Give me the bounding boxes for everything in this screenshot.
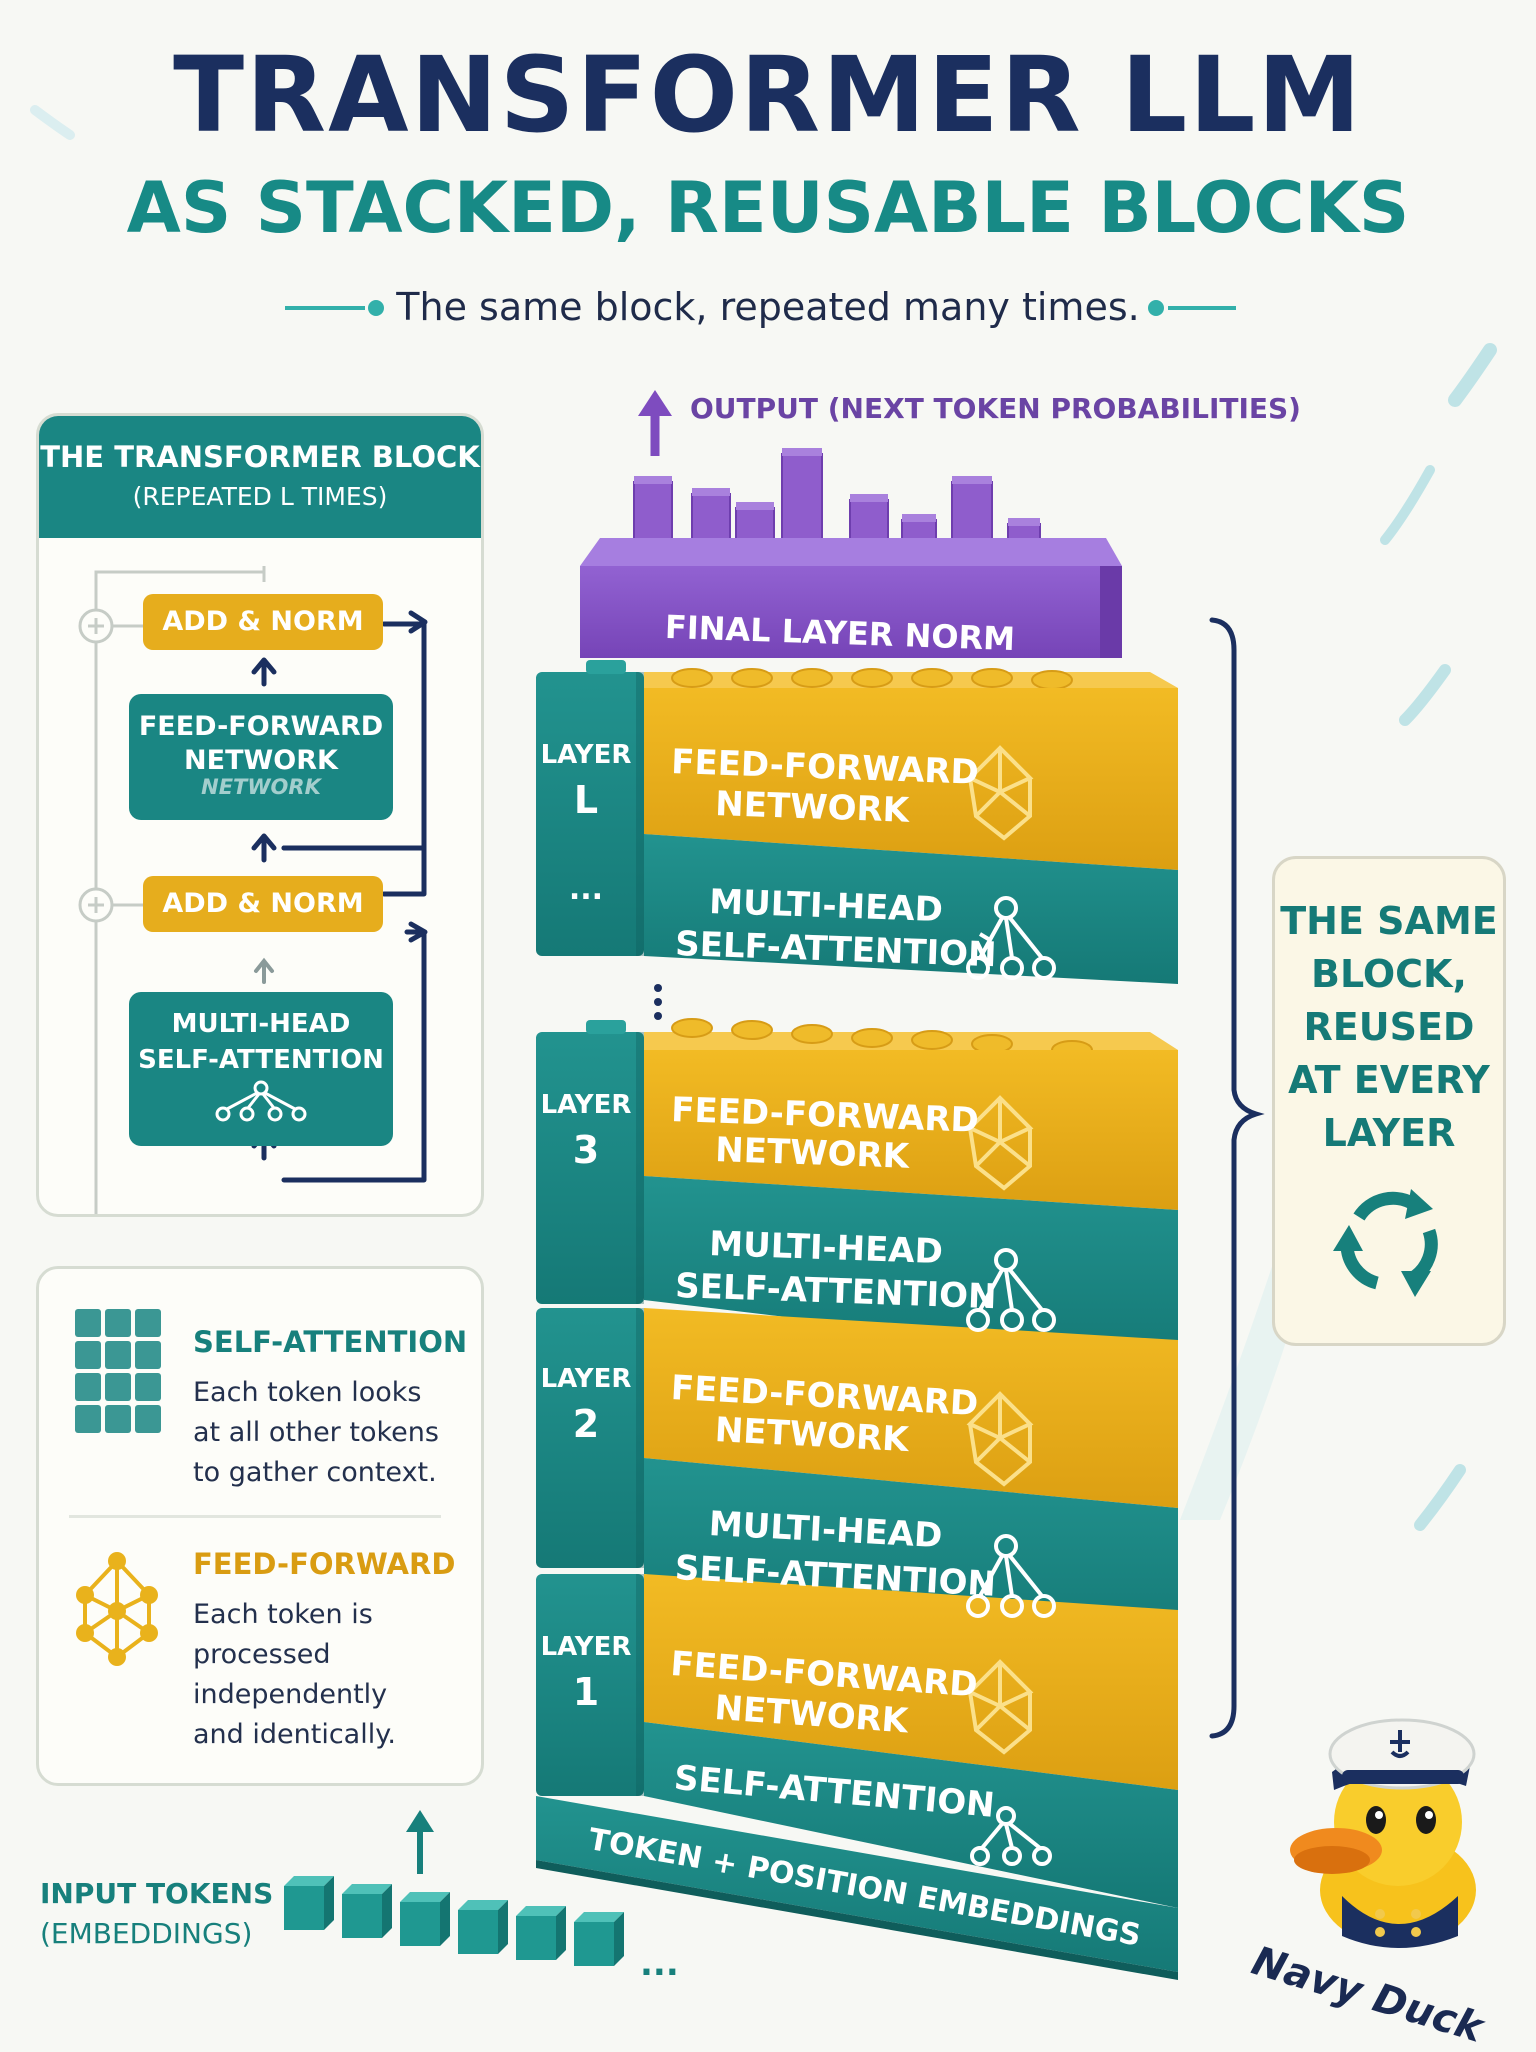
attention-line2: SELF-ATTENTION [138,1045,384,1075]
feed-forward-icons [966,745,1034,1755]
layer-2-tag: LAYER [540,1364,632,1394]
add-norm-bottom: ADD & NORM [143,876,383,932]
input-arrow-icon [406,1810,434,1874]
stack-gap-dots [654,984,662,1020]
layer-3-att-label-1: MULTI-HEAD [708,1224,944,1273]
layer-3-number: 3 [572,1128,600,1172]
legend-feed-forward-title: FEED-FORWARD [193,1547,456,1581]
feed-forward-ghost-text: NETWORK [201,775,321,799]
transformer-block-panel: THE TRANSFORMER BLOCK (REPEATED L TIMES) [36,413,484,1217]
layer-L-number: L [573,778,599,822]
page-subtitle: AS STACKED, REUSABLE BLOCKS [126,167,1410,249]
legend-self-attention-text: Each token looks at all other tokens to … [193,1377,439,1488]
input-tokens-label: INPUT TOKENS (EMBEDDINGS) [40,1874,273,1954]
input-token-cubes [284,1876,624,1966]
output-arrow-icon [638,390,672,456]
layer-3-blocks [644,1018,1178,1364]
block-panel-header: THE TRANSFORMER BLOCK (REPEATED L TIMES) [39,416,481,538]
navy-duck-mascot-icon [1290,1718,1476,1948]
input-tokens-line2: (EMBEDDINGS) [40,1917,253,1950]
legend-panel: SELF-ATTENTION Each token looks at all o… [36,1266,484,1786]
layer-1-tag: LAYER [540,1632,632,1662]
layer-L-tag: LAYER [540,740,632,770]
legend-feed-forward-text: Each token is processed independently an… [193,1599,396,1750]
block-panel-title: THE TRANSFORMER BLOCK [40,440,480,474]
page-title: TRANSFORMER LLM [173,34,1363,156]
feed-forward-line2: NETWORK [184,745,338,776]
add-norm-top-label: ADD & NORM [162,606,364,637]
layer-L-blocks [644,668,1178,984]
layer-3-tag: LAYER [540,1090,632,1120]
layer-L-att-label-1: MULTI-HEAD [708,882,944,931]
feed-forward-line1: FEED-FORWARD [138,711,384,742]
output-label: OUTPUT (NEXT TOKEN PROBABILITIES) [690,392,1301,425]
attention-icons [966,896,1056,1866]
input-tokens-line1: INPUT TOKENS [40,1877,274,1910]
add-norm-top: ADD & NORM [143,594,383,650]
feed-forward-box: FEED-FORWARD NETWORK NETWORK [129,694,393,820]
legend-divider [69,1515,441,1518]
reuse-bracket [1209,617,1265,1739]
reuse-text: THE SAME BLOCK, REUSED AT EVERY LAYER [1280,899,1498,1155]
tagline-dot-right [1148,300,1164,316]
tagline: The same block, repeated many times. [396,285,1140,329]
input-tokens-ellipsis: ... [640,1944,679,1984]
attention-line1: MULTI-HEAD [171,1009,351,1039]
layer-3-ff-label-2: NETWORK [714,1130,910,1177]
network-icon [76,1552,158,1666]
layer-L-ellipsis: ... [568,872,604,907]
attention-network-icon [215,1080,307,1122]
tagline-dot-left [368,300,384,316]
embedding-block [536,1796,1178,1980]
grid-icon [75,1309,161,1433]
layer-tag-column [536,660,644,1796]
probability-bars [633,448,1041,543]
multi-head-attention-box: MULTI-HEAD SELF-ATTENTION [129,992,393,1146]
block-panel-subtitle: (REPEATED L TIMES) [132,482,388,511]
legend-self-attention-title: SELF-ATTENTION [193,1325,468,1359]
layer-L-ff-label-2: NETWORK [714,784,910,831]
final-layer-norm-block [580,538,1122,658]
layer-1-number: 1 [572,1670,600,1714]
reuse-panel: THE SAME BLOCK, REUSED AT EVERY LAYER [1272,856,1506,1346]
tagline-line-left [285,306,365,310]
block-flow-arrows [78,566,428,1214]
tagline-line-right [1168,306,1236,310]
add-norm-bottom-label: ADD & NORM [162,888,364,919]
layer-2-number: 2 [572,1402,600,1446]
recycle-icon [1333,1189,1438,1297]
